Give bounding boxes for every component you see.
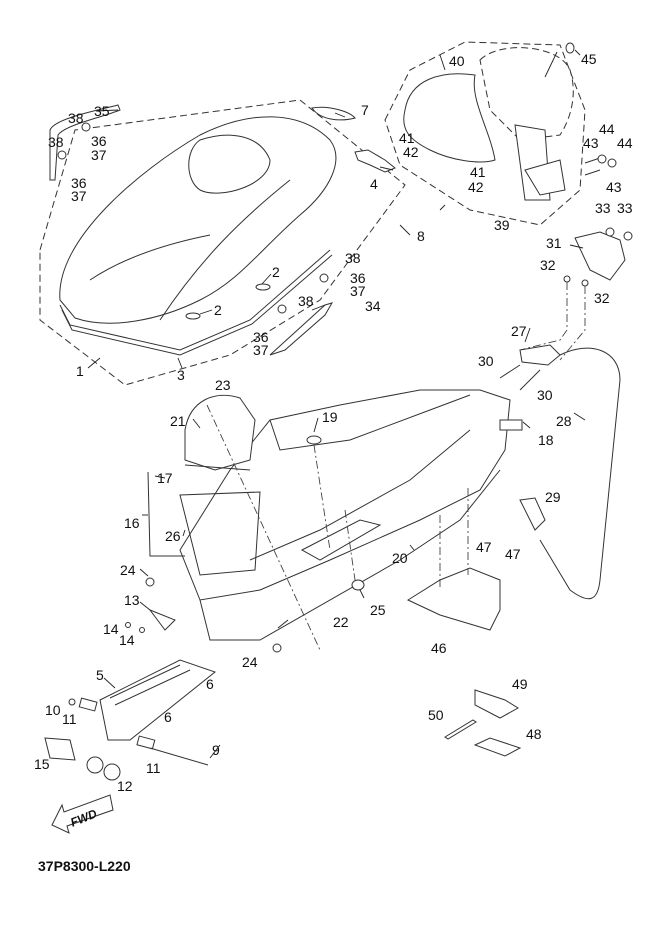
callout-43: 43 (583, 135, 599, 151)
callout-2: 2 (272, 264, 280, 280)
callout-37: 37 (253, 342, 269, 358)
callout-44: 44 (599, 121, 615, 137)
fwd-arrow-icon (51, 794, 114, 834)
callout-41: 41 (470, 164, 486, 180)
callout-44: 44 (617, 135, 633, 151)
callout-13: 13 (124, 592, 140, 608)
seat-group-outline (39, 99, 406, 386)
tool-case-drawing (474, 689, 519, 719)
callout-30: 30 (478, 353, 494, 369)
callout-31: 31 (546, 235, 562, 251)
callout-19: 19 (322, 409, 338, 425)
callout-11: 11 (146, 760, 161, 776)
callout-46: 46 (431, 640, 447, 656)
callout-41: 41 (399, 130, 415, 146)
callout-12: 12 (117, 778, 133, 794)
grip-panel-drawing (311, 106, 356, 121)
callout-35: 35 (94, 103, 110, 119)
seat-drawing (59, 116, 337, 356)
callout-4: 4 (370, 176, 378, 192)
callout-40: 40 (449, 53, 465, 69)
callout-45: 45 (581, 51, 597, 67)
callout-24: 24 (120, 562, 136, 578)
callout-16: 16 (124, 515, 140, 531)
callout-23: 23 (215, 377, 231, 393)
drawing-code: 37P8300-L220 (38, 858, 131, 874)
callout-33: 33 (617, 200, 633, 216)
callout-29: 29 (545, 489, 561, 505)
callout-24: 24 (242, 654, 258, 670)
callout-20: 20 (392, 550, 408, 566)
manual-drawing (473, 737, 522, 757)
callout-38: 38 (68, 110, 84, 126)
callout-42: 42 (403, 144, 419, 160)
callout-27: 27 (511, 323, 527, 339)
callout-36: 36 (91, 133, 107, 149)
callout-30: 30 (537, 387, 553, 403)
callout-3: 3 (177, 367, 185, 383)
callout-48: 48 (526, 726, 542, 742)
callout-37: 37 (71, 188, 87, 204)
callout-14: 14 (119, 632, 135, 648)
backrest-group-outline (384, 41, 586, 226)
callout-49: 49 (512, 676, 528, 692)
callout-33: 33 (595, 200, 611, 216)
callout-1: 1 (76, 363, 84, 379)
callout-34: 34 (365, 298, 381, 314)
callout-6: 6 (206, 676, 214, 692)
callout-47: 47 (505, 546, 521, 562)
callout-7: 7 (361, 102, 369, 118)
callout-36: 36 (350, 270, 366, 286)
callout-37: 37 (350, 283, 366, 299)
callout-22: 22 (333, 614, 349, 630)
callout-21: 21 (170, 413, 186, 429)
callout-2: 2 (214, 302, 222, 318)
callout-42: 42 (468, 179, 484, 195)
hinge-plate-drawing (354, 149, 396, 173)
callout-11: 11 (62, 711, 77, 727)
callout-38: 38 (345, 250, 361, 266)
callout-8: 8 (417, 228, 425, 244)
callout-36: 36 (253, 329, 269, 345)
callout-5: 5 (96, 667, 104, 683)
callout-36: 36 (71, 175, 87, 191)
callout-43: 43 (606, 179, 622, 195)
callout-9: 9 (212, 742, 220, 758)
callout-32: 32 (540, 257, 556, 273)
callout-47: 47 (476, 539, 492, 555)
band-drawing (444, 719, 477, 740)
callout-39: 39 (494, 217, 510, 233)
callout-14: 14 (103, 621, 119, 637)
callout-25: 25 (370, 602, 386, 618)
callout-26: 26 (165, 528, 181, 544)
callout-10: 10 (45, 702, 61, 718)
callout-38: 38 (298, 293, 314, 309)
callout-38: 38 (48, 134, 64, 150)
callout-6: 6 (164, 709, 172, 725)
callout-50: 50 (428, 707, 444, 723)
callout-17: 17 (157, 470, 173, 486)
callout-32: 32 (594, 290, 610, 306)
callout-18: 18 (538, 432, 554, 448)
callout-28: 28 (556, 413, 572, 429)
callout-37: 37 (91, 147, 107, 163)
callout-15: 15 (34, 756, 50, 772)
